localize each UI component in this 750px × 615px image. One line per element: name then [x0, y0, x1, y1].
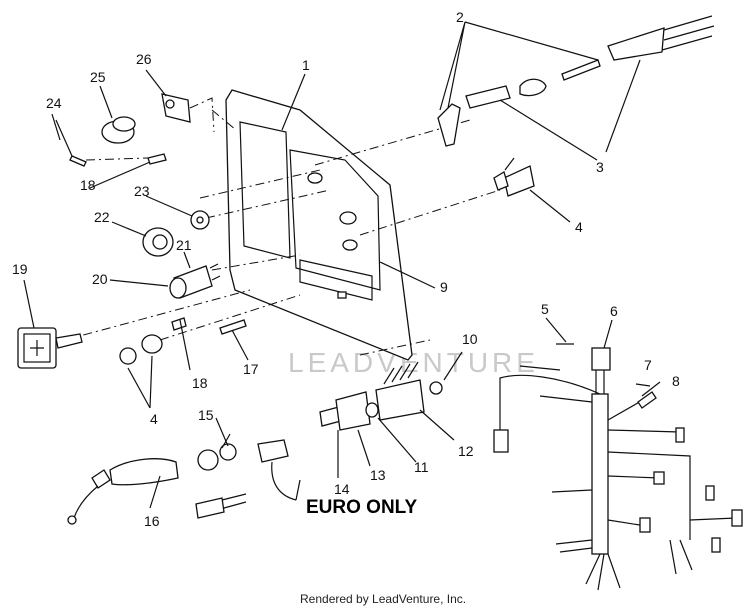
callout-4-upper: 4 — [575, 219, 583, 235]
wiring-harness — [493, 343, 743, 591]
callout-8: 8 — [672, 373, 680, 389]
callout-12: 12 — [458, 443, 474, 459]
callout-15: 15 — [198, 407, 214, 423]
callout-5: 5 — [541, 301, 549, 317]
instrument-panel — [225, 89, 413, 361]
ignition-key — [17, 327, 83, 369]
callout-25: 25 — [90, 69, 106, 85]
callout-7: 7 — [644, 357, 652, 373]
callout-14: 14 — [334, 481, 350, 497]
callout-18-lower: 18 — [192, 375, 208, 391]
callout-17: 17 — [243, 361, 259, 377]
callout-24: 24 — [46, 95, 62, 111]
callout-2: 2 — [456, 9, 464, 25]
callout-4-lower: 4 — [150, 411, 158, 427]
callout-11: 11 — [414, 459, 429, 475]
toggle-switch — [493, 157, 535, 197]
callout-6: 6 — [610, 303, 618, 319]
callout-18-upper: 18 — [80, 177, 96, 193]
euro-only-label: EURO ONLY — [306, 497, 418, 518]
callout-9: 9 — [440, 279, 448, 295]
euro-harness — [67, 439, 297, 525]
callout-3: 3 — [596, 159, 604, 175]
callout-22: 22 — [94, 209, 110, 225]
render-credit: Rendered by LeadVenture, Inc. — [300, 592, 466, 606]
callout-10: 10 — [462, 331, 478, 347]
callout-1: 1 — [302, 57, 310, 73]
callout-19: 19 — [12, 261, 28, 277]
callout-23: 23 — [134, 183, 150, 199]
callout-16: 16 — [144, 513, 160, 529]
callout-26: 26 — [136, 51, 152, 67]
callout-21: 21 — [176, 237, 192, 253]
switch-group — [437, 15, 715, 147]
callout-20: 20 — [92, 271, 108, 287]
watermark: LEADVENTURE — [288, 347, 539, 378]
callout-13: 13 — [370, 467, 386, 483]
